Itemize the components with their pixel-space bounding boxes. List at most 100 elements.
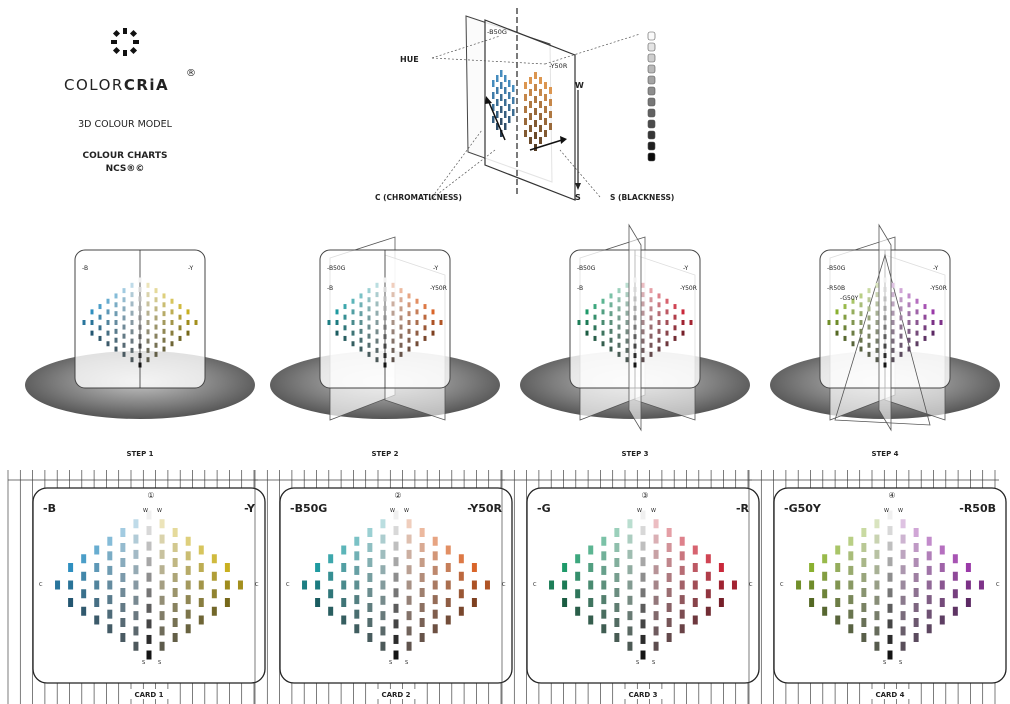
step-3-gray-chip [633,315,637,321]
card-3-chip [679,595,685,605]
card-1-gray-chip [146,510,152,520]
card-1-gray-chip [146,650,152,660]
step-4-chip [875,347,879,353]
card-4-chip [900,519,906,529]
step-2-chip [351,341,355,347]
step-3-chip [641,329,645,335]
step-4-chip [931,320,935,325]
card-1-chip [120,573,126,582]
card-3-chip [575,554,581,564]
step-4-chip [835,320,839,325]
card-4-chip [861,603,867,612]
step-1-chip [146,329,150,335]
step-1-chip [154,333,158,339]
step-2-chip [399,324,403,330]
step-3-chip [641,292,645,298]
card-4-chip [913,558,919,567]
card-3-chip [731,580,737,590]
step-3-chip [617,306,621,312]
gray-strip-chip [647,97,656,107]
card-3-chip [562,598,568,607]
step-1-chip [186,330,190,336]
card-4-chip [900,626,906,636]
step-1-chip [130,292,134,298]
model-chip-right [534,96,537,103]
card-4-chip [913,618,919,627]
card-2-chip [380,580,386,590]
card-2-chip [406,580,412,590]
card-s-letter: S [652,660,655,666]
model-chip-right [534,108,537,115]
card-3-gray-chip [640,603,646,613]
hue-label: HUE [400,55,419,64]
step-1-chip [154,324,158,330]
card-4-chip [861,633,867,642]
step-3-chip [649,324,653,330]
card-1-chip [133,595,139,605]
card-2-chip [380,626,386,636]
step-3-chip [625,347,629,353]
card-3-chip [601,565,607,575]
card-1-chip [172,543,178,552]
card-3-chip [666,603,672,612]
card-4-chip [874,611,880,621]
card-2-chip [380,641,386,651]
step-1-chip [122,288,126,294]
model-chip-left [500,94,503,101]
step-card-label: -B50G [827,265,846,272]
step-2-chip [375,357,379,363]
step-4-chip [851,298,855,304]
gray-strip-chip [647,42,656,52]
step-1-chip [186,320,190,325]
step-1-chip [146,338,150,344]
card-1-chip [94,615,100,625]
step-4-gray-chip [883,286,887,292]
card-3-gray-chip [640,588,646,598]
card-3-chip [601,580,607,590]
step-2-chip [359,346,363,352]
step-3-gray-chip [633,334,637,340]
card-4-gray-chip [887,650,893,660]
model-chip-right [544,94,547,101]
card-w-letter: W [390,508,395,514]
step-4-chip [835,309,839,315]
step-3-gray-chip [633,277,637,283]
card-1-chip [172,633,178,642]
card-3-chip [614,588,620,597]
step-3-chip [641,301,645,307]
card-3-chip [705,554,711,564]
step-4-chip [891,329,895,335]
step-1-chip [98,314,102,320]
step-3-chip [609,346,613,352]
card-2-chip [315,563,321,572]
step-4-gray-chip [883,324,887,330]
step-3-gray-chip [633,362,637,368]
step-3-chip [601,341,605,347]
card-2-chip [380,549,386,559]
step-3-chip [617,333,621,339]
card-panel [279,487,513,684]
step-2-chip [375,282,379,288]
card-1-gray-chip [146,634,152,644]
card-1-chip [120,543,126,552]
step-1-chip [162,346,166,352]
step-4-gray-chip [883,296,887,302]
step-3-chip [625,310,629,316]
step-3-chip [609,293,613,299]
model-chip-right [534,84,537,91]
step-4-chip [891,357,895,363]
card-4-chip [861,573,867,582]
step-3-chip [585,320,589,325]
card-4-chip [952,571,958,581]
card-1-chip [107,595,113,605]
card-c-letter: C [780,582,784,588]
step-1-chip [122,351,126,357]
card-2-chip [341,580,347,590]
step-3-chip [681,330,685,336]
model-chip-left [504,87,507,94]
step-4-chip [915,320,919,325]
card-1-chip [120,558,126,567]
step-2-chip [399,315,403,321]
step-label: STEP 3 [621,450,648,458]
